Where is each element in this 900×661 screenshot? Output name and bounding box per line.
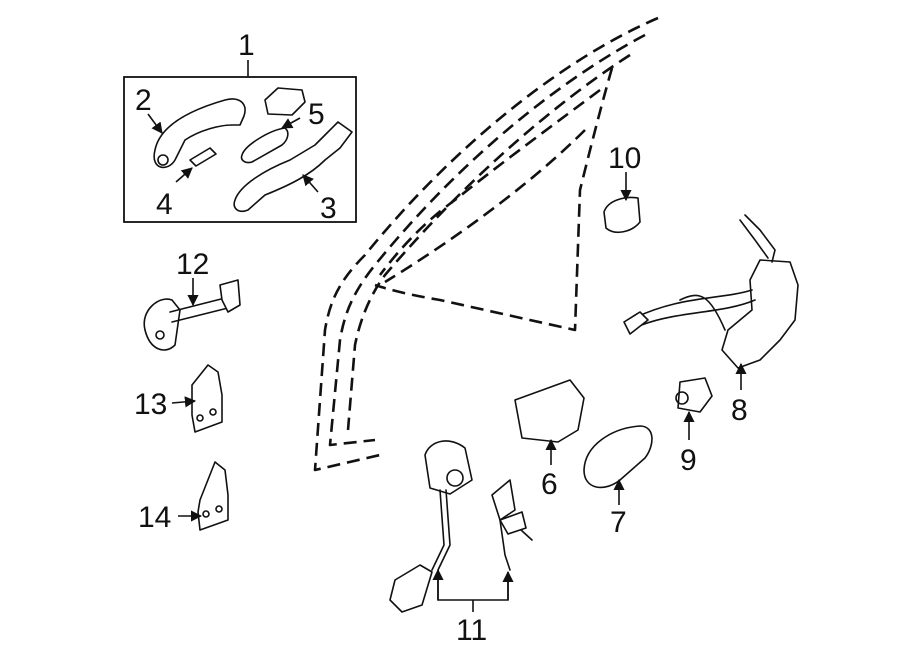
callout-5: 5 [308,98,325,131]
callout-13: 13 [134,388,167,421]
leader-lines [147,60,747,612]
outside-handle [153,98,246,169]
striker [603,196,641,234]
handle-cap [264,87,306,116]
door-outline [313,16,659,472]
lower-hinge [197,461,229,531]
callout-3: 3 [320,192,337,225]
door-latch-actuator [623,214,799,369]
callout-10: 10 [608,142,641,175]
door-check [143,279,241,351]
callout-6: 6 [541,468,558,501]
callout-12: 12 [176,248,209,281]
upper-hinge [191,364,223,433]
handle-bracket [233,121,353,213]
callout-9: 9 [680,444,697,477]
inside-handle [583,425,653,489]
inside-handle-housing [514,379,585,443]
callout-1: 1 [238,29,255,62]
callout-14: 14 [138,501,171,534]
callout-4: 4 [156,188,173,221]
callout-7: 7 [610,506,627,539]
lock-cylinder [675,377,713,413]
callout-8: 8 [731,394,748,427]
callout-2: 2 [135,84,152,117]
handle-group-box [123,76,357,223]
handle-gasket [240,127,289,164]
handle-pad [189,147,217,167]
callout-11: 11 [456,614,487,647]
lock-set [389,440,533,613]
